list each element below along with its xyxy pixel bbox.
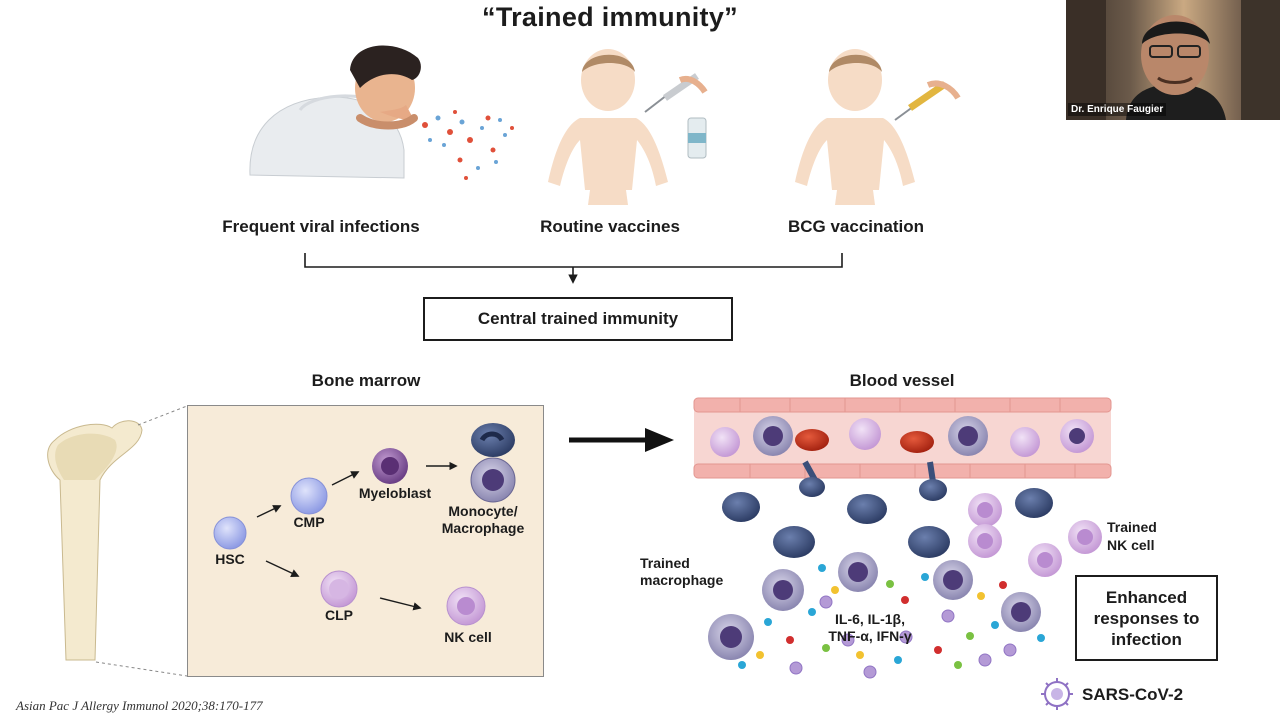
bone-marrow-title: Bone marrow <box>311 371 421 390</box>
virus-droplets-icon <box>422 110 514 180</box>
monocyte-label-line1: Monocyte/ <box>448 503 518 519</box>
coughing-person-illustration <box>249 45 421 179</box>
cmp-cell-shape <box>290 477 328 515</box>
participant-name: Dr. Enrique Faugier <box>1068 103 1167 116</box>
myeloblast-cell-shape <box>372 448 408 484</box>
differentiation-arrows-layer <box>256 461 458 611</box>
trained-macrophage-label-line1: Trained <box>640 555 690 571</box>
zoom-dotted-lines <box>95 405 188 677</box>
monocyte-label-line2: Macrophage <box>441 520 525 536</box>
central-trained-immunity-box: Central trained immunity <box>423 297 733 341</box>
blood-vessel-illustration <box>693 397 1112 479</box>
cytokines-label-line1: IL-6, IL-1β, <box>835 611 905 627</box>
label-frequent-viral-infections: Frequent viral infections <box>222 217 420 236</box>
trained-monocytes <box>722 488 1053 558</box>
enhanced-responses-box: Enhanced responses to infection <box>1075 575 1218 661</box>
femur-bone-illustration <box>47 420 143 661</box>
marrow-to-vessel-arrow <box>569 428 674 452</box>
label-routine-vaccines: Routine vaccines <box>540 217 680 236</box>
macrophage-cell-shape <box>470 457 516 503</box>
bracket-connector <box>304 253 843 284</box>
trained-nk-label-line2: NK cell <box>1107 537 1155 553</box>
sars-cov-2-legend-icon <box>1041 678 1073 710</box>
hsc-cell-shape <box>213 516 247 550</box>
child-bcg-vaccine-illustration <box>795 49 961 205</box>
trained-nk-label-line1: Trained <box>1107 519 1157 535</box>
nk-cell-shape <box>446 586 486 626</box>
extravasating-monocytes <box>799 460 947 501</box>
participant-video-tile[interactable]: Dr. Enrique Faugier <box>1066 0 1280 120</box>
monocyte-cell-shape <box>471 423 515 457</box>
cytokine-dots <box>738 564 1045 669</box>
label-bcg-vaccination: BCG vaccination <box>787 217 925 236</box>
sars-cov-2-particles <box>789 595 1017 679</box>
blood-vessel-title: Blood vessel <box>849 371 955 390</box>
trained-macrophages <box>708 552 1041 660</box>
trained-nk-cells <box>968 493 1102 577</box>
nk-cell-label: NK cell <box>444 629 492 645</box>
citation: Asian Pac J Allergy Immunol 2020;38:170-… <box>16 698 263 713</box>
participant-avatar <box>1066 0 1280 120</box>
clp-cell-shape <box>320 570 358 608</box>
clp-label: CLP <box>325 607 353 623</box>
myeloblast-label: Myeloblast <box>358 485 432 501</box>
hsc-label: HSC <box>215 551 245 567</box>
trained-macrophage-label-line2: macrophage <box>640 572 724 588</box>
cmp-label: CMP <box>293 514 325 530</box>
sars-cov-2-legend-label: SARS-CoV-2 <box>1082 685 1184 704</box>
cytokines-label-line2: TNF-α, IFN-γ <box>828 628 912 644</box>
slide-title: “Trained immunity” <box>482 2 738 32</box>
child-routine-vaccine-illustration <box>548 49 708 205</box>
